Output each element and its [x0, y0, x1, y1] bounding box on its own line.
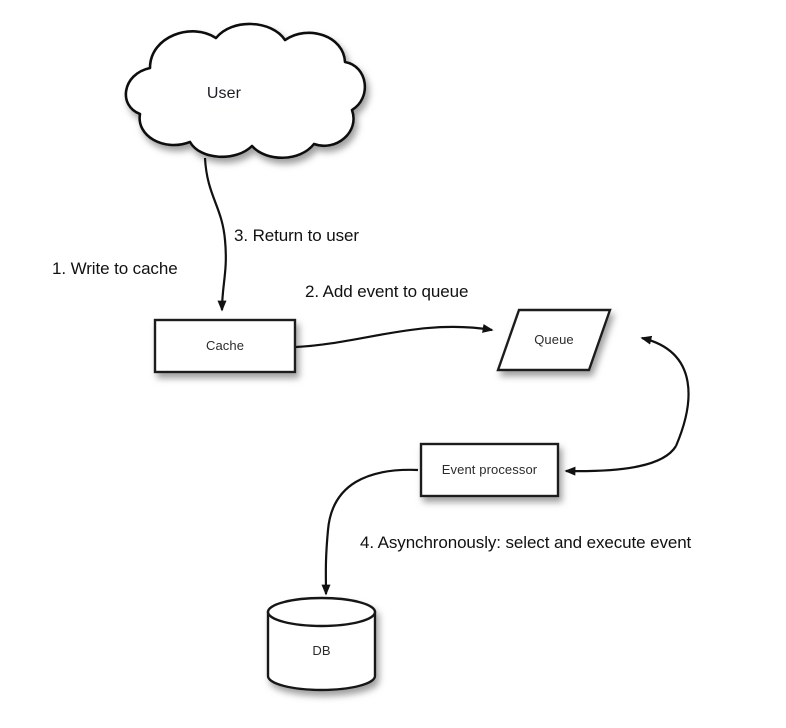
node-label-cache: Cache — [205, 338, 245, 353]
edge-cache-to-queue[interactable] — [295, 324, 494, 349]
node-label-db: DB — [312, 643, 331, 658]
cache-rect — [153, 318, 297, 374]
step-label-2: 2. Add event to queue — [305, 282, 469, 301]
step-label-3: 3. Return to user — [234, 226, 359, 245]
node-cache[interactable] — [153, 318, 297, 374]
edge-processor-to-queue[interactable] — [640, 335, 690, 447]
queue-parallelogram — [496, 308, 612, 372]
node-user[interactable] — [124, 22, 367, 159]
node-event-processor[interactable] — [419, 442, 560, 498]
node-db[interactable] — [266, 596, 377, 692]
edge-queue-to-processor[interactable] — [564, 445, 677, 476]
edge-processor-to-db[interactable] — [321, 468, 419, 596]
cloud-shape — [124, 22, 367, 159]
step-label-4: 4. Asynchronously: select and execute ev… — [360, 533, 692, 552]
db-cylinder-top — [266, 596, 377, 628]
event-processor-rect — [419, 442, 560, 498]
node-label-user: User — [206, 85, 242, 102]
node-queue[interactable] — [496, 308, 612, 372]
node-label-event-processor: Event processor — [441, 462, 538, 477]
edge-user-to-cache[interactable] — [203, 157, 227, 312]
step-label-1: 1. Write to cache — [52, 259, 178, 278]
node-label-queue: Queue — [534, 332, 574, 347]
db-cylinder-body — [266, 610, 377, 692]
